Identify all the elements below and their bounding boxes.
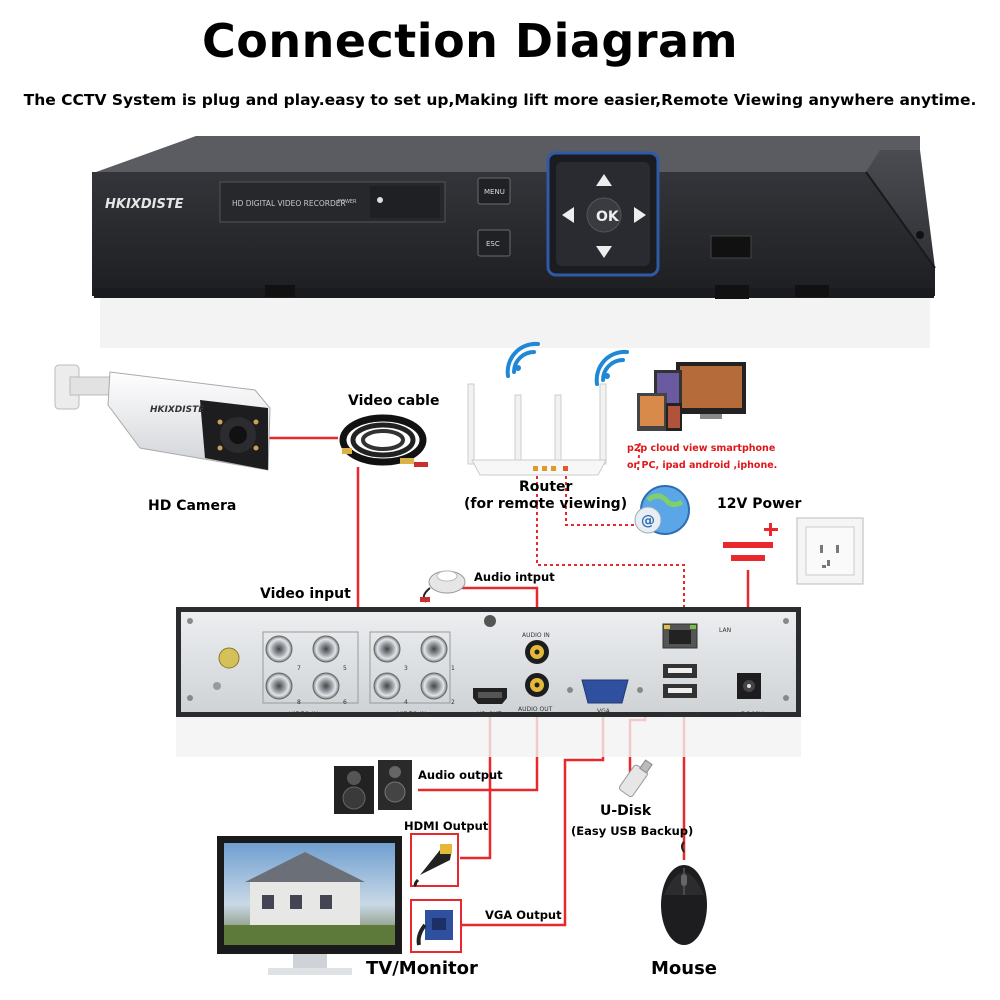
internet-globe-icon: @ — [634, 485, 690, 535]
arrow-down-icon — [596, 246, 612, 258]
port-num: 6 — [343, 699, 347, 706]
port-num: 5 — [343, 665, 347, 672]
arrow-up-icon — [596, 174, 612, 186]
hdmi-cable-icon — [410, 833, 459, 888]
vga-label: VGA — [597, 708, 611, 715]
video-input-label: Video input — [260, 586, 351, 602]
usb-disk-icon — [618, 759, 653, 798]
speakers-icon — [334, 760, 412, 814]
network-dotted-lines — [536, 439, 685, 632]
audio-out-label: AUDIO OUT — [518, 706, 553, 713]
ok-label: OK — [596, 209, 620, 225]
port-num: 2 — [451, 699, 455, 706]
udisk-label: U-Disk — [600, 803, 652, 819]
dvr-front-unit: HKIXDISTE HD DIGITAL VIDEO RECORDER POWE… — [92, 136, 936, 348]
p2p-label-line2: or PC, ipad android ,iphone. — [627, 460, 778, 471]
microphone-icon — [420, 570, 466, 603]
svg-text:@: @ — [641, 513, 655, 529]
wifi-icon-left — [505, 341, 540, 378]
port-num: 8 — [297, 699, 301, 706]
router-sub-label: (for remote viewing) — [464, 496, 628, 512]
video-cable-icon — [339, 414, 428, 467]
diagram-subtitle: The CCTV System is plug and play.easy to… — [23, 91, 977, 109]
esc-button[interactable]: ESC — [486, 240, 500, 248]
hd-camera-icon: HKIXDISTE — [54, 364, 271, 471]
mouse-icon — [661, 841, 707, 945]
arrow-left-icon — [562, 207, 574, 223]
camera-brand: HKIXDISTE — [150, 405, 205, 415]
ok-button[interactable] — [586, 197, 622, 233]
usb-label: USB(BACKUP) — [665, 712, 703, 718]
dvr-rear-panel: 7 5 3 1 8 6 4 2 VIDEO IN VIDEO IN AUDIO … — [176, 607, 801, 757]
mouse-label: Mouse — [651, 958, 718, 979]
audio-input-label: Audio intput — [474, 570, 555, 584]
p2p-label-line1: p2p cloud view smartphone — [627, 443, 776, 454]
dvr-power-text: POWER — [338, 199, 357, 205]
hdmi-output-label: HDMI Output — [404, 819, 489, 833]
tv-monitor-icon — [217, 836, 402, 975]
menu-button[interactable]: MENU — [484, 188, 505, 196]
dvr-brand: HKIXDISTE — [105, 197, 184, 212]
audio-in-label: AUDIO IN — [522, 632, 550, 639]
tv-monitor-label: TV/Monitor — [366, 958, 478, 979]
video-cable-label: Video cable — [348, 393, 440, 409]
port-num: 4 — [404, 699, 408, 706]
lan-label: LAN — [719, 627, 731, 634]
dvr-panel-text: HD DIGITAL VIDEO RECORDER — [232, 199, 346, 208]
router-icon — [467, 383, 607, 476]
video-in-label-1: VIDEO IN — [289, 710, 319, 718]
dc-label: DC 12V — [741, 711, 764, 718]
port-num: 1 — [451, 665, 455, 672]
audio-output-label: Audio output — [418, 768, 503, 782]
power-symbol-icon — [723, 523, 778, 561]
video-in-label-2: VIDEO IN — [397, 710, 427, 718]
vga-output-label: VGA Output — [485, 908, 562, 922]
diagram-title: Connection Diagram — [201, 14, 739, 68]
udisk-sub-label: (Easy USB Backup) — [571, 824, 694, 838]
hd-out-label: HD-OUT — [477, 711, 502, 718]
port-num: 3 — [404, 665, 408, 672]
vga-cable-icon — [410, 899, 462, 953]
devices-icon — [637, 362, 746, 431]
wall-outlet-icon — [796, 517, 864, 585]
power-12v-label: 12V Power — [717, 496, 802, 512]
port-num: 7 — [297, 665, 301, 672]
router-label: Router — [519, 479, 573, 495]
hd-camera-label: HD Camera — [148, 498, 237, 514]
wifi-icon-right — [594, 349, 629, 386]
arrow-right-icon — [634, 207, 646, 223]
